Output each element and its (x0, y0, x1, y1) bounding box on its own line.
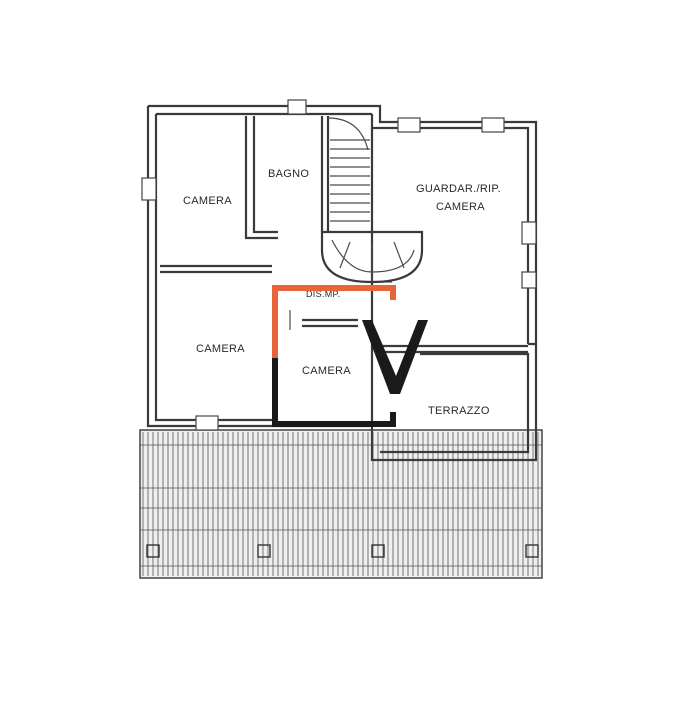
room-label-guardaroba-2: CAMERA (436, 201, 485, 213)
watermark-logo (272, 285, 428, 427)
room-label-bagno: BAGNO (268, 168, 309, 180)
windows (141, 99, 537, 431)
room-label-camera-nw: CAMERA (183, 195, 232, 207)
roof-vent (257, 544, 271, 558)
room-label-guardaroba-1: GUARDAR./RIP. (416, 183, 501, 195)
roof-vent (146, 544, 160, 558)
room-label-disimpegno: DIS.MP. (306, 289, 340, 299)
logo-bracket-dark (272, 358, 396, 427)
logo-bracket-accent (272, 285, 396, 358)
logo-letter-v (362, 320, 428, 394)
staircase (320, 117, 424, 284)
roof-tiles (139, 429, 543, 579)
room-label-camera-sw: CAMERA (196, 343, 245, 355)
room-label-camera-center: CAMERA (302, 365, 351, 377)
roof-vent (371, 544, 385, 558)
room-label-terrazzo: TERRAZZO (428, 405, 490, 417)
interior-walls (160, 116, 528, 354)
roof-vent (525, 544, 539, 558)
